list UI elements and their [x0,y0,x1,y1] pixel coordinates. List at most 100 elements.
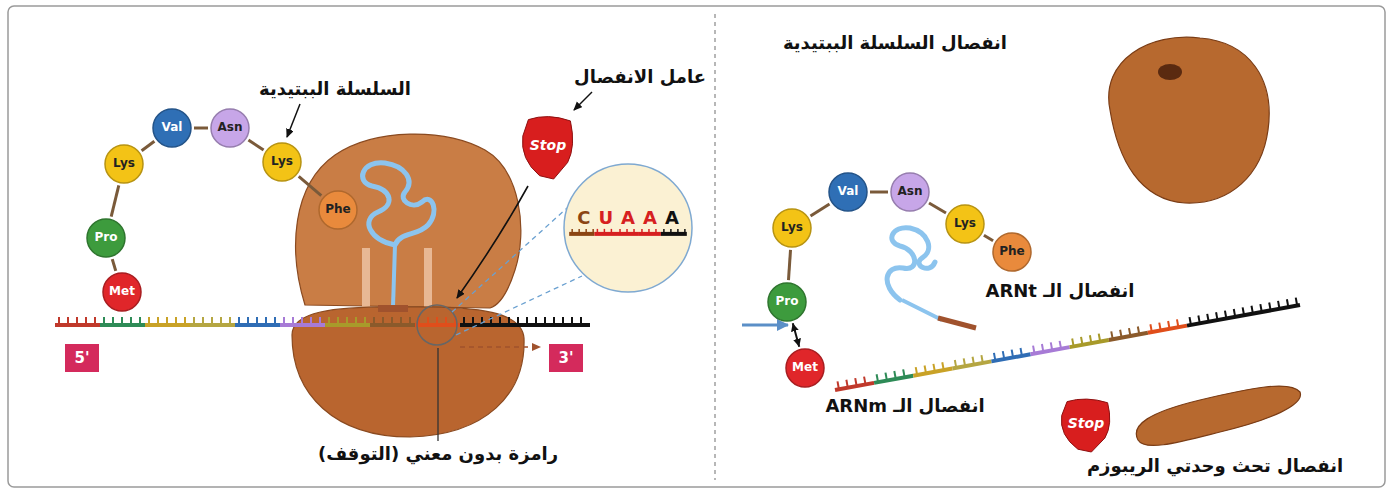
mrna-segment [1031,347,1070,354]
nucleotide-tick [274,317,276,325]
step-label: انفصال الـ ARNt [982,280,1137,303]
amino-acid-circle: Lys [262,142,302,182]
nucleotide-tick [1090,335,1091,343]
node-text: Lys [271,155,293,168]
mrna-segment [1148,326,1187,333]
codon-tick [604,229,606,234]
amino-acid-shape [319,191,357,229]
stop-codon-highlight [417,305,457,345]
nucleotide-tick [955,360,956,368]
nucleotide-tick [1111,331,1112,339]
amino-acid-shape [153,109,191,147]
nucleotide-tick [1216,312,1217,320]
nucleotide-tick [885,373,886,381]
node-text: Phe [325,203,350,216]
strand-end-box: 3' [549,344,583,372]
nucleotide-tick [409,317,411,325]
zoom-line [452,208,567,312]
nucleotide-tick [1159,323,1160,331]
mrna-segment [952,361,991,368]
nucleotide-tick [256,317,258,325]
amino-acid-shape [773,209,811,247]
node-text: Stop [530,138,566,153]
nucleotide-tick [166,317,168,325]
nucleotide-tick [283,317,285,325]
step-label: انفصال السلسلة الببتيدية [780,32,1010,55]
nucleotide-tick [571,317,573,325]
nucleotide-tick [864,377,865,385]
nucleotide-tick [933,364,934,372]
nucleotide-tick [837,381,838,389]
node-text: Phe [999,245,1024,258]
mrna-segment [913,369,952,376]
amino-acid-shape [786,349,824,387]
nucleotide-tick [103,317,105,325]
nucleotide-tick [364,317,366,325]
amino-acid-shape [993,233,1031,271]
nucleotide-tick [1129,328,1130,336]
peptide-bond [111,185,119,216]
nucleotide-tick [855,378,856,386]
amino-acid-circle: Asn [210,108,250,148]
codon-tick [619,229,621,234]
nucleotide-tick [112,317,114,325]
nucleotide-tick [1260,304,1261,312]
codon-tick [592,229,594,234]
peptide-bond [248,140,263,150]
peptide-bond [929,203,946,213]
nucleotide-tick [1003,351,1004,359]
nucleotide-tick [535,317,537,325]
nucleotide-tick [1120,330,1121,338]
node-text: Pro [95,231,118,244]
nucleotide-tick [76,317,78,325]
mrna [55,317,590,325]
nucleotide-tick [903,369,904,377]
nucleotide-tick [1042,344,1043,352]
nucleotide-tick [175,317,177,325]
nucleotide-tick [301,317,303,325]
nucleotide-tick [526,317,528,325]
zoom-circle [564,164,692,292]
node-text: Val [162,121,183,134]
amino-acid-circle: Phe [992,232,1032,272]
strand-end-box: 5' [65,344,99,372]
node-text: Lys [781,221,803,234]
amino-acid-circle: Lys [945,204,985,244]
amino-acid-circle: Asn [890,172,930,212]
amino-acid-circle: Lys [772,208,812,248]
nucleotide-tick [1269,303,1270,311]
nucleotide-tick [292,317,294,325]
codon-tick [626,229,628,234]
nucleotide-tick [373,317,375,325]
node-text: A [665,208,679,228]
release-factor: Stop [1059,396,1113,452]
amino-acid-shape [103,273,141,311]
peptide-bond [984,235,993,240]
nucleotide-tick [973,357,974,365]
nucleotide-tick [337,317,339,325]
nucleotide-tick [1138,327,1139,335]
zoom-line [456,276,582,335]
codon-tick [633,229,635,234]
nucleotide-tick [427,317,429,325]
nucleotide-tick [1278,301,1279,309]
codon-tick [597,229,599,234]
nucleotide-tick [148,317,150,325]
nucleotide-tick [1225,311,1226,319]
peptide-bond [142,141,155,151]
nucleotide-tick [157,317,159,325]
amino-acid-shape [768,283,806,321]
trna [887,228,935,300]
nucleotide-tick [355,317,357,325]
nucleotide-tick [391,317,393,325]
trna-stem [393,245,395,307]
nucleotide-tick [247,317,249,325]
structure-label: رامزة بدون معني (التوقف) [315,443,561,466]
structure-label: عامل الانفصال [571,66,709,89]
node-text: Met [109,285,135,298]
node-text: A [643,208,657,228]
nucleotide-tick [130,317,132,325]
nucleotide-tick [1207,314,1208,322]
nucleotide-tick [382,317,384,325]
nucleotide-tick [925,365,926,373]
